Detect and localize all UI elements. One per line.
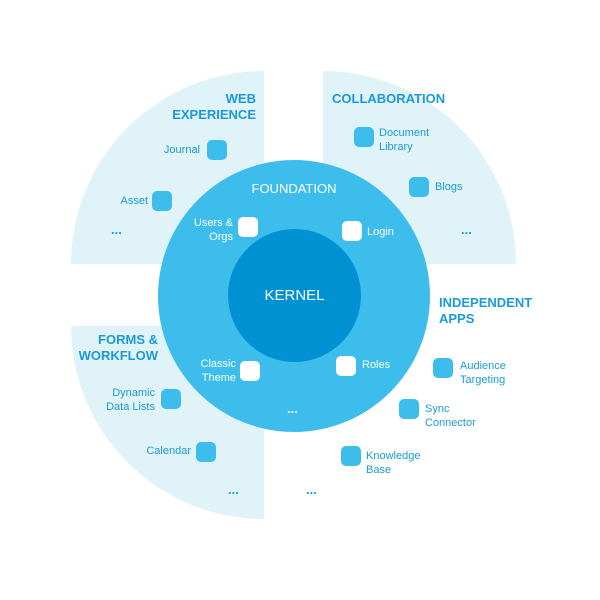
classic-theme-icon[interactable] (240, 361, 260, 381)
foundation-title: FOUNDATION (251, 181, 337, 196)
document-library-icon[interactable] (354, 127, 374, 147)
dynamic-data-lists-label: Dynamic Data Lists (106, 387, 155, 413)
users-orgs-icon[interactable] (238, 217, 258, 237)
forms-workflow-more: ... (228, 482, 239, 497)
independent-apps-more: ... (306, 482, 317, 497)
collaboration-more: ... (461, 222, 472, 237)
journal-label: Journal (163, 144, 200, 156)
collaboration-title: COLLABORATION (332, 91, 446, 106)
users-orgs-label: Users & Orgs (193, 217, 233, 243)
forms-workflow-title: FORMS & WORKFLOW (78, 332, 158, 363)
roles-icon[interactable] (336, 356, 356, 376)
knowledge-base-icon[interactable] (341, 446, 361, 466)
kernel-circle (228, 229, 361, 362)
web-experience-more: ... (111, 222, 122, 237)
knowledge-base-label: Knowledge Base (366, 450, 421, 476)
foundation-more: ... (287, 401, 298, 416)
blogs-label: Blogs (435, 181, 463, 193)
sync-connector-icon[interactable] (399, 399, 419, 419)
sync-connector-label: Sync Connector (425, 403, 476, 429)
classic-theme-label: Classic Theme (200, 358, 236, 384)
calendar-label: Calendar (146, 445, 191, 457)
journal-icon[interactable] (207, 140, 227, 160)
dynamic-data-lists-icon[interactable] (161, 389, 181, 409)
login-label: Login (367, 226, 394, 238)
asset-label: Asset (120, 195, 148, 207)
login-icon[interactable] (342, 221, 362, 241)
audience-targeting-icon[interactable] (433, 358, 453, 378)
asset-icon[interactable] (152, 191, 172, 211)
roles-label: Roles (362, 359, 391, 371)
web-experience-title: WEB EXPERIENCE (172, 91, 256, 122)
blogs-icon[interactable] (409, 177, 429, 197)
independent-apps-title: INDEPENDENT APPS (439, 295, 533, 326)
audience-targeting-label: Audience Targeting (460, 360, 506, 386)
calendar-icon[interactable] (196, 442, 216, 462)
kernel-label: KERNEL (264, 287, 325, 304)
document-library-label: Document Library (379, 127, 430, 153)
